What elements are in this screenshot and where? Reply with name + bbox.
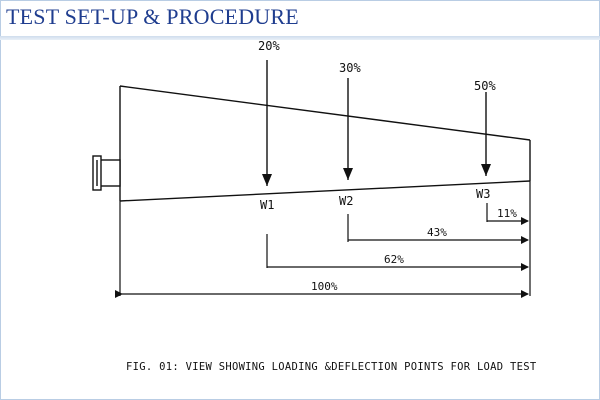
point-label-w1: W1 (260, 198, 274, 212)
point-label-w2: W2 (339, 194, 353, 208)
dimension-label-100: 100% (311, 280, 338, 293)
dimension-label-11: 11% (497, 207, 517, 220)
figure-caption: FIG. 01: VIEW SHOWING LOADING &DEFLECTIO… (126, 361, 537, 373)
load-label-20: 20% (258, 39, 280, 53)
support-clamp (92, 155, 121, 191)
clamp-body (99, 159, 121, 187)
slide-title: TEST SET-UP & PROCEDURE (6, 4, 299, 29)
beam-top-edge (119, 85, 531, 141)
title-underline (0, 36, 600, 40)
dimension-label-62: 62% (384, 253, 404, 266)
load-label-50: 50% (474, 79, 496, 93)
load-label-30: 30% (339, 61, 361, 75)
beam-bottom-edge (119, 180, 531, 202)
point-label-w3: W3 (476, 187, 490, 201)
dimension-label-43: 43% (427, 226, 447, 239)
tapered-beam (119, 85, 531, 202)
